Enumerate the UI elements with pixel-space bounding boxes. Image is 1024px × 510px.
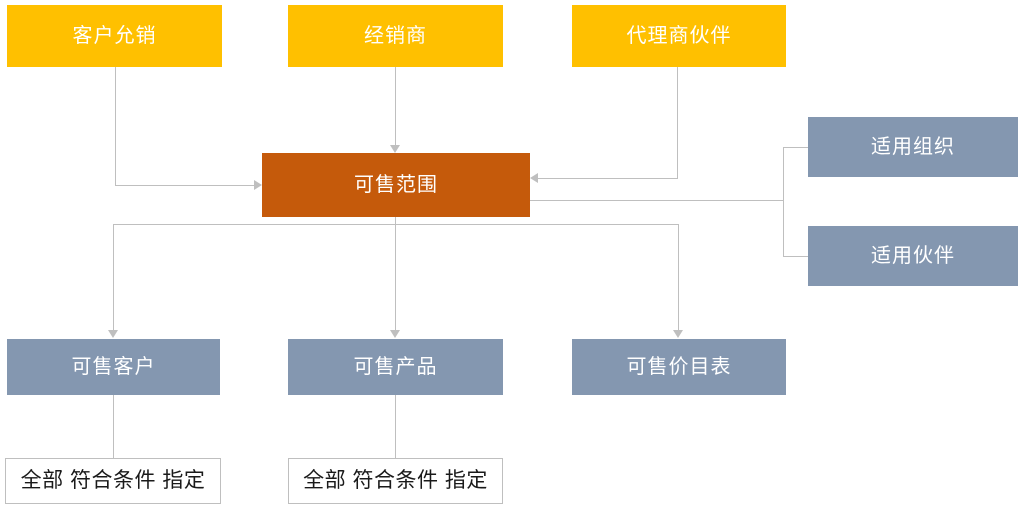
connector-distributor-vertical (395, 67, 396, 145)
node-sellable-scope[interactable]: 可售范围 (262, 153, 530, 217)
connector-customer-allow-sell-horizontal (115, 185, 254, 186)
node-product-options-label: 全部 符合条件 指定 (303, 469, 488, 493)
node-distributor-label: 经销商 (364, 25, 427, 47)
node-customer-options[interactable]: 全部 符合条件 指定 (5, 458, 221, 504)
connector-applicable-org-stub (783, 147, 809, 148)
connector-agent-partner-horizontal (538, 178, 678, 179)
arrowhead-sellable-pricelist (673, 330, 683, 338)
node-customer-options-label: 全部 符合条件 指定 (20, 469, 206, 493)
node-sellable-product-label: 可售产品 (353, 356, 438, 378)
arrowhead-distributor (390, 145, 400, 153)
node-applicable-org-label: 适用组织 (871, 136, 955, 158)
node-sellable-product[interactable]: 可售产品 (288, 339, 503, 395)
node-applicable-partner-label: 适用伙伴 (871, 245, 955, 267)
node-applicable-partner[interactable]: 适用伙伴 (808, 226, 1018, 286)
node-agent-partner[interactable]: 代理商伙伴 (572, 5, 786, 67)
node-distributor[interactable]: 经销商 (288, 5, 503, 67)
node-sellable-pricelist-label: 可售价目表 (626, 356, 732, 378)
arrowhead-sellable-customer (108, 330, 118, 338)
connector-right-bracket-vertical (783, 147, 784, 257)
arrowhead-customer-allow-sell (254, 180, 262, 190)
node-sellable-customer-label: 可售客户 (71, 356, 156, 378)
node-product-options[interactable]: 全部 符合条件 指定 (288, 458, 503, 504)
node-customer-allow-sell[interactable]: 客户允销 (7, 5, 222, 67)
connector-scope-right-stem (530, 200, 783, 201)
connector-product-options-vertical (395, 395, 396, 458)
node-sellable-scope-label: 可售范围 (354, 174, 438, 196)
connector-sellable-customer-vertical (113, 224, 114, 330)
node-sellable-pricelist[interactable]: 可售价目表 (572, 339, 786, 395)
node-customer-allow-sell-label: 客户允销 (72, 25, 157, 47)
connector-customer-allow-sell-vertical (115, 67, 116, 185)
connector-agent-partner-vertical (677, 67, 678, 178)
node-applicable-org[interactable]: 适用组织 (808, 117, 1018, 177)
connector-customer-options-vertical (113, 395, 114, 458)
node-agent-partner-label: 代理商伙伴 (626, 25, 732, 47)
arrowhead-agent-partner (530, 173, 538, 183)
node-sellable-customer[interactable]: 可售客户 (7, 339, 220, 395)
arrowhead-sellable-product (390, 330, 400, 338)
connector-bottom-bracket-horizontal (113, 224, 679, 225)
connector-applicable-partner-stub (783, 256, 809, 257)
connector-sellable-product-vertical (395, 224, 396, 330)
connector-scope-down-stem (395, 217, 396, 224)
connector-sellable-pricelist-vertical (678, 224, 679, 330)
